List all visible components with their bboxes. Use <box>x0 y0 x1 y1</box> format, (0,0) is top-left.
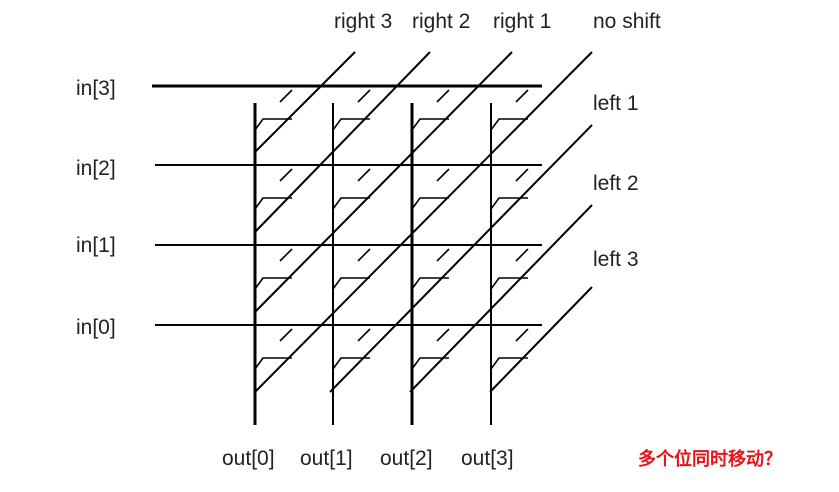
input-label-in2: in[2] <box>76 157 116 180</box>
shift-labels: right 3 right 2 right 1 no shift left 1 … <box>334 10 661 271</box>
tap-connector <box>254 277 292 290</box>
tap-connector <box>490 357 528 370</box>
tap-stub <box>436 248 450 262</box>
output-label-out0: out[0] <box>222 447 275 470</box>
shift-label-right-1: right 1 <box>493 10 551 33</box>
output-labels: out[0] out[1] out[2] out[3] <box>222 447 514 470</box>
switch-tap <box>411 168 450 210</box>
shift-label-left-3: left 3 <box>593 248 639 271</box>
input-lines <box>152 84 542 326</box>
tap-connector <box>411 357 449 370</box>
switch-tap <box>332 328 371 370</box>
shift-control-lines <box>254 51 593 393</box>
switch-tap <box>411 328 450 370</box>
tap-stub <box>279 89 293 103</box>
tap-connector <box>490 277 528 290</box>
question-note: 多个位同时移动？ <box>638 448 782 470</box>
input-label-in1: in[1] <box>76 234 116 257</box>
tap-stub <box>279 248 293 262</box>
tap-stub <box>515 168 529 182</box>
switch-tap <box>254 89 293 131</box>
switch-taps <box>254 89 529 370</box>
tap-connector <box>332 118 370 131</box>
tap-stub <box>515 328 529 342</box>
shift-line-right-2 <box>254 51 431 233</box>
output-label-out1: out[1] <box>300 447 353 470</box>
tap-stub <box>515 89 529 103</box>
switch-tap <box>490 168 529 210</box>
switch-tap <box>411 89 450 131</box>
tap-stub <box>436 89 450 103</box>
switch-tap <box>490 89 529 131</box>
shift-label-right-2: right 2 <box>412 10 470 33</box>
shift-line-right-1 <box>254 51 513 313</box>
shift-label-right-3: right 3 <box>334 10 392 33</box>
output-lines <box>253 103 492 425</box>
tap-stub <box>436 168 450 182</box>
shift-line-left-1 <box>329 124 593 393</box>
tap-connector <box>490 118 528 131</box>
tap-stub <box>279 168 293 182</box>
output-label-out3: out[3] <box>461 447 514 470</box>
input-label-in3: in[3] <box>76 77 116 100</box>
tap-connector <box>332 197 370 210</box>
switch-tap <box>254 168 293 210</box>
tap-stub <box>436 328 450 342</box>
shift-line-no-shift <box>254 51 593 393</box>
input-labels: in[3] in[2] in[1] in[0] <box>76 77 116 339</box>
shift-line-right-3 <box>254 51 356 153</box>
tap-connector <box>332 277 370 290</box>
tap-stub <box>515 248 529 262</box>
switch-tap <box>332 89 371 131</box>
tap-connector <box>254 118 292 131</box>
tap-connector <box>411 118 449 131</box>
tap-connector <box>411 197 449 210</box>
switch-tap <box>490 328 529 370</box>
shift-line-left-3 <box>489 286 593 393</box>
tap-stub <box>357 89 371 103</box>
tap-connector <box>411 277 449 290</box>
output-label-out2: out[2] <box>380 447 433 470</box>
input-label-in0: in[0] <box>76 316 116 339</box>
tap-connector <box>490 197 528 210</box>
tap-stub <box>357 248 371 262</box>
tap-stub <box>357 168 371 182</box>
tap-connector <box>254 357 292 370</box>
tap-stub <box>357 328 371 342</box>
tap-stub <box>279 328 293 342</box>
shift-label-left-2: left 2 <box>593 172 639 195</box>
tap-connector <box>254 197 292 210</box>
switch-tap <box>411 248 450 290</box>
shift-label-left-1: left 1 <box>593 92 639 115</box>
shift-label-no-shift: no shift <box>593 10 661 33</box>
switch-tap <box>254 248 293 290</box>
switch-tap <box>332 248 371 290</box>
switch-tap <box>254 328 293 370</box>
switch-tap <box>332 168 371 210</box>
switch-tap <box>490 248 529 290</box>
shift-line-left-2 <box>409 204 593 393</box>
tap-connector <box>332 357 370 370</box>
